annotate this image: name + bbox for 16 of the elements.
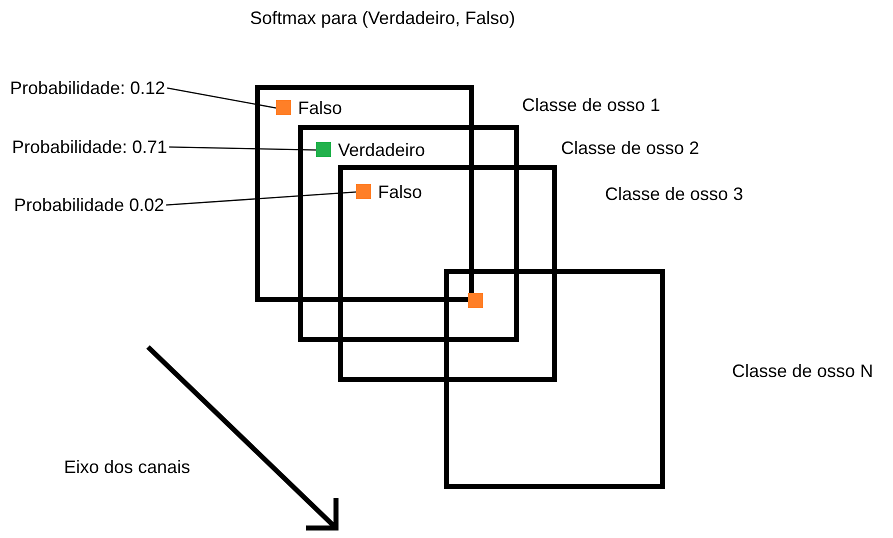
class-label: Classe de osso 3 bbox=[605, 184, 744, 204]
probability-label: Probabilidade: 0.71 bbox=[12, 137, 168, 157]
axis-label: Eixo dos canais bbox=[64, 457, 190, 477]
class-text: Falso bbox=[378, 182, 422, 202]
probability-label: Probabilidade 0.02 bbox=[14, 195, 164, 215]
probability-label: Probabilidade: 0.12 bbox=[10, 78, 166, 98]
class-text: Verdadeiro bbox=[338, 140, 426, 160]
square-marker bbox=[468, 293, 483, 308]
leader-line bbox=[167, 87, 276, 109]
class-text: Falso bbox=[298, 98, 342, 118]
leader-line bbox=[166, 191, 356, 206]
class-label: Classe de osso 1 bbox=[522, 95, 660, 115]
title: Softmax para (Verdadeiro, Falso) bbox=[250, 8, 516, 28]
class-label: Classe de osso N bbox=[732, 361, 874, 381]
class-label: Classe de osso 2 bbox=[561, 138, 700, 158]
leader-line bbox=[169, 146, 316, 151]
